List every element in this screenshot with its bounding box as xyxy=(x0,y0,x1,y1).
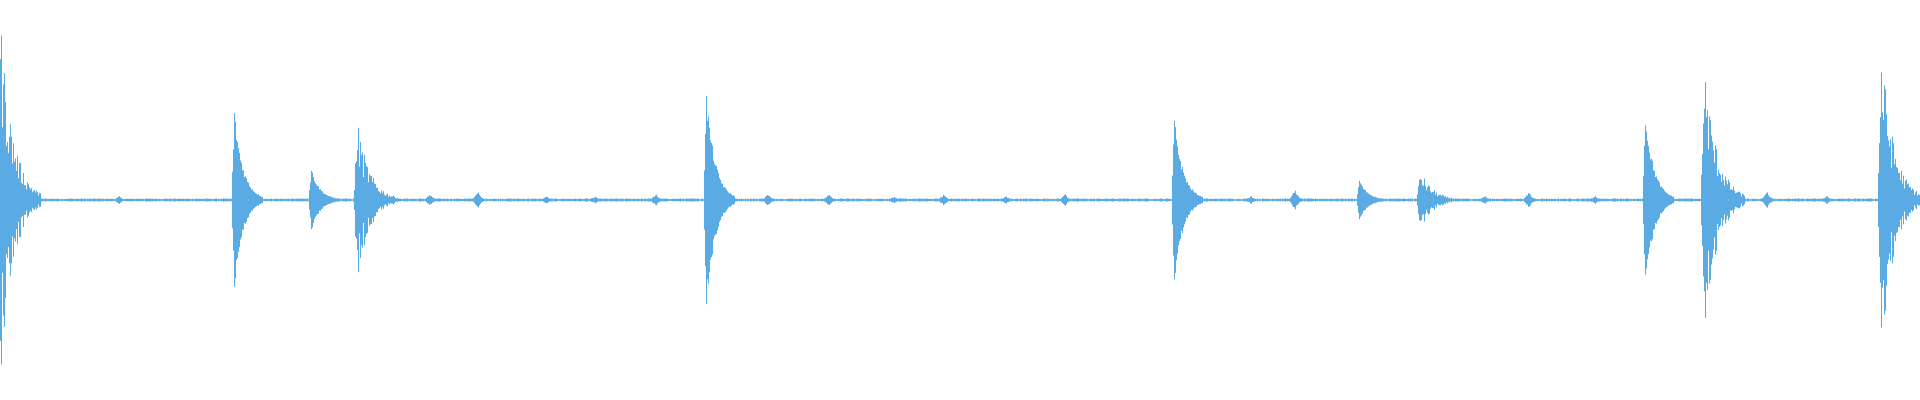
waveform-envelope xyxy=(0,35,1920,365)
